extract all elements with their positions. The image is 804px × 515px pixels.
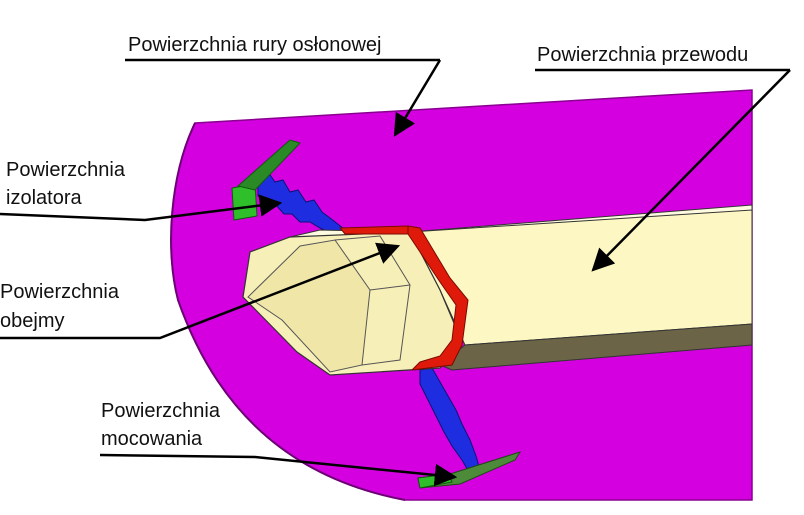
label-conductor-surface: Powierzchnia przewodu <box>537 44 748 66</box>
label-clamp-line1: Powierzchnia <box>0 281 120 303</box>
upper-mount-flange <box>236 139 301 191</box>
arrow-clamp <box>0 242 401 340</box>
arrow-conductor <box>591 69 791 272</box>
label-pipe-surface: Powierzchnia rury osłonowej <box>128 34 381 56</box>
label-clamp-line2: obejmy <box>0 310 64 332</box>
arrow-insulator <box>0 194 283 222</box>
arrow-pipe <box>393 59 442 137</box>
label-insulator-line2: izolatora <box>6 187 82 209</box>
label-mount-line2: mocowania <box>101 428 203 450</box>
label-mount-line1: Powierzchnia <box>101 400 221 422</box>
clamp-surface <box>407 225 469 371</box>
label-insulator-line1: Powierzchnia <box>6 159 126 181</box>
clamp-top-band <box>338 225 409 235</box>
arrow-mount <box>99 453 458 487</box>
conductor-inner-edge <box>334 235 411 366</box>
